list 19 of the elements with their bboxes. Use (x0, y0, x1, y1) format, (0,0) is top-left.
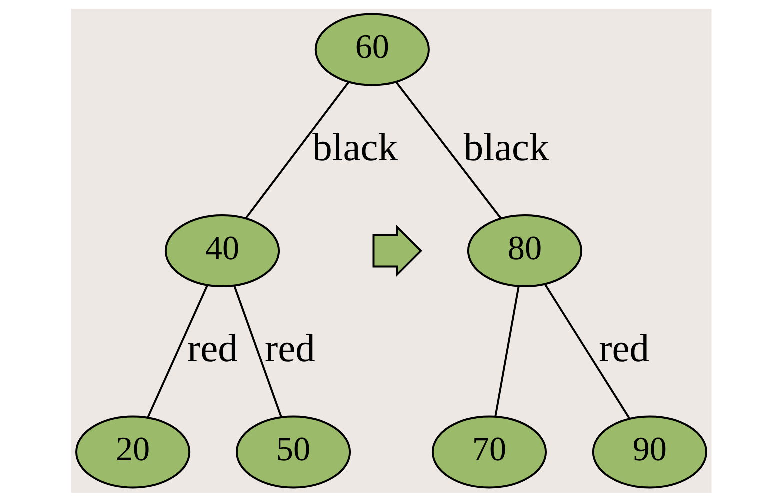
node-ellipse: 90 (592, 415, 707, 488)
node-ellipse: 70 (431, 415, 547, 488)
node-ellipse: 20 (75, 415, 190, 488)
edge-label: red (598, 326, 649, 370)
node-ellipse: 80 (466, 214, 582, 287)
connector (233, 285, 282, 418)
connector (544, 283, 630, 418)
edge-label: red (264, 326, 315, 370)
connector (146, 284, 208, 418)
node-ellipse: 60 (314, 12, 430, 86)
edge-label: black (312, 124, 398, 169)
edge-label: red (186, 326, 238, 370)
node-ellipse: 40 (164, 214, 280, 287)
node-ellipse: 50 (235, 415, 351, 488)
edge-label: black (463, 124, 549, 169)
connector (394, 81, 502, 218)
connector (494, 286, 520, 417)
node-triangle (372, 224, 422, 277)
connector (244, 81, 350, 218)
